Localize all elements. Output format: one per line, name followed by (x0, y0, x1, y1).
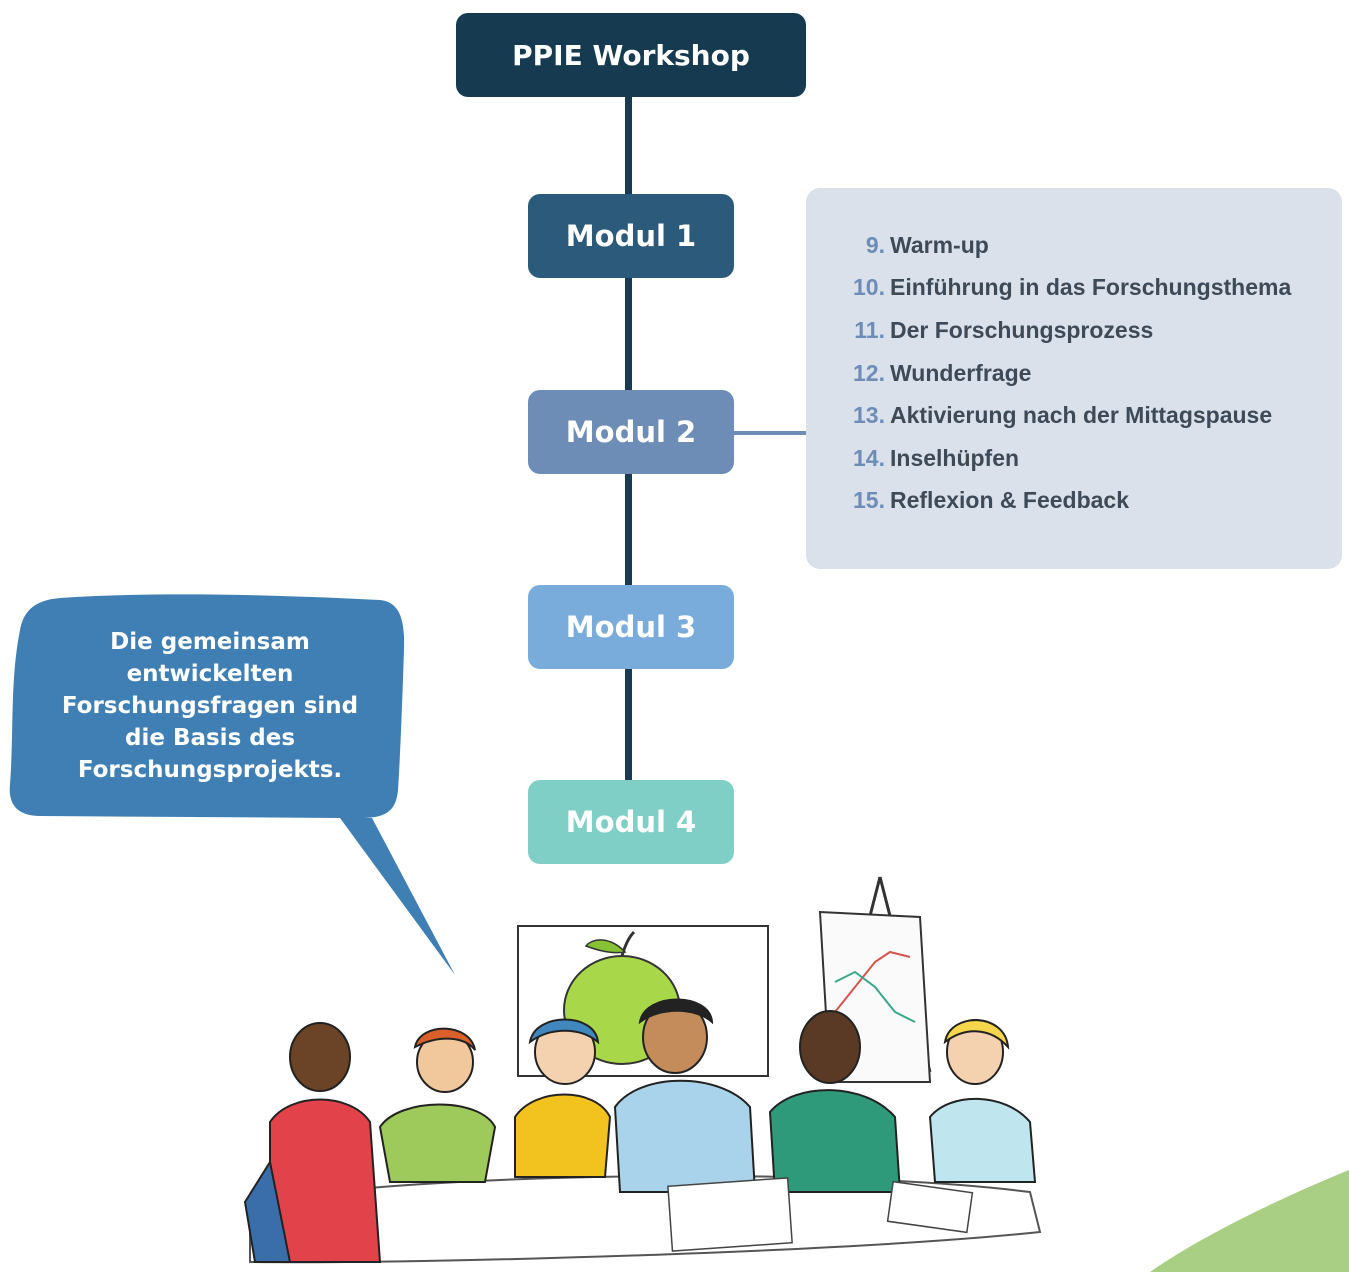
list-item: 10.Einführung in das Forschungsthema (806, 267, 1342, 310)
speech-bubble-shape (9, 594, 455, 975)
module-node-label: Modul 2 (565, 415, 697, 449)
module-node-1[interactable]: Modul 1 (528, 194, 734, 278)
bubble-line: die Basis des (124, 725, 296, 751)
item-number: 15. (853, 487, 885, 514)
item-label: Einführung in das Forschungsthema (890, 274, 1292, 301)
item-label: Wunderfrage (890, 359, 1032, 386)
list-item: 15.Reflexion & Feedback (806, 480, 1342, 523)
module2-detail-panel: 9.Warm-up 10.Einführung in das Forschung… (806, 188, 1342, 569)
item-label: Inselhüpfen (890, 444, 1020, 471)
bubble-line: Forschungsprojekts. (77, 757, 343, 783)
module-node-label: Modul 4 (565, 805, 697, 839)
module2-item-list: 9.Warm-up 10.Einführung in das Forschung… (806, 224, 1342, 522)
bubble-line: entwickelten (126, 661, 294, 687)
item-label: Der Forschungsprozess (890, 316, 1154, 343)
module-node-2[interactable]: Modul 2 (528, 390, 734, 474)
table-icon (249, 1175, 1042, 1264)
module-node-label: Modul 1 (565, 219, 697, 253)
item-number: 13. (853, 402, 885, 429)
bubble-line: Forschungsfragen sind (61, 693, 359, 719)
list-item: 12.Wunderfrage (806, 352, 1342, 395)
item-number: 9. (865, 231, 885, 258)
module-node-3[interactable]: Modul 3 (528, 585, 734, 669)
list-item: 14.Inselhüpfen (806, 437, 1342, 480)
item-number: 14. (853, 444, 885, 471)
root-node-label: PPIE Workshop (512, 38, 750, 72)
module-node-4[interactable]: Modul 4 (528, 780, 734, 864)
paper-icon (667, 1177, 793, 1252)
bubble-line: Die gemeinsam (110, 629, 310, 655)
leaf-decoration-icon (1150, 1170, 1349, 1272)
item-label: Warm-up (890, 231, 989, 258)
root-node-ppie-workshop[interactable]: PPIE Workshop (456, 13, 806, 97)
speech-bubble-text: Die gemeinsam entwickelten Forschungsfra… (40, 626, 380, 786)
item-number: 12. (853, 359, 885, 386)
item-label: Aktivierung nach der Mittagspause (890, 402, 1273, 429)
item-number: 11. (854, 316, 885, 343)
list-item: 11.Der Forschungsprozess (806, 309, 1342, 352)
people-icon (243, 998, 1037, 1263)
item-number: 10. (853, 274, 885, 301)
speech-bubble: Die gemeinsam entwickelten Forschungsfra… (0, 590, 470, 980)
list-item: 9.Warm-up (806, 224, 1342, 267)
team-meeting-illustration (243, 876, 1042, 1264)
paper-icon (886, 1180, 974, 1234)
item-label: Reflexion & Feedback (890, 487, 1130, 514)
list-item: 13.Aktivierung nach der Mittagspause (806, 394, 1342, 437)
module-node-label: Modul 3 (565, 610, 697, 644)
module2-connector (732, 431, 808, 435)
